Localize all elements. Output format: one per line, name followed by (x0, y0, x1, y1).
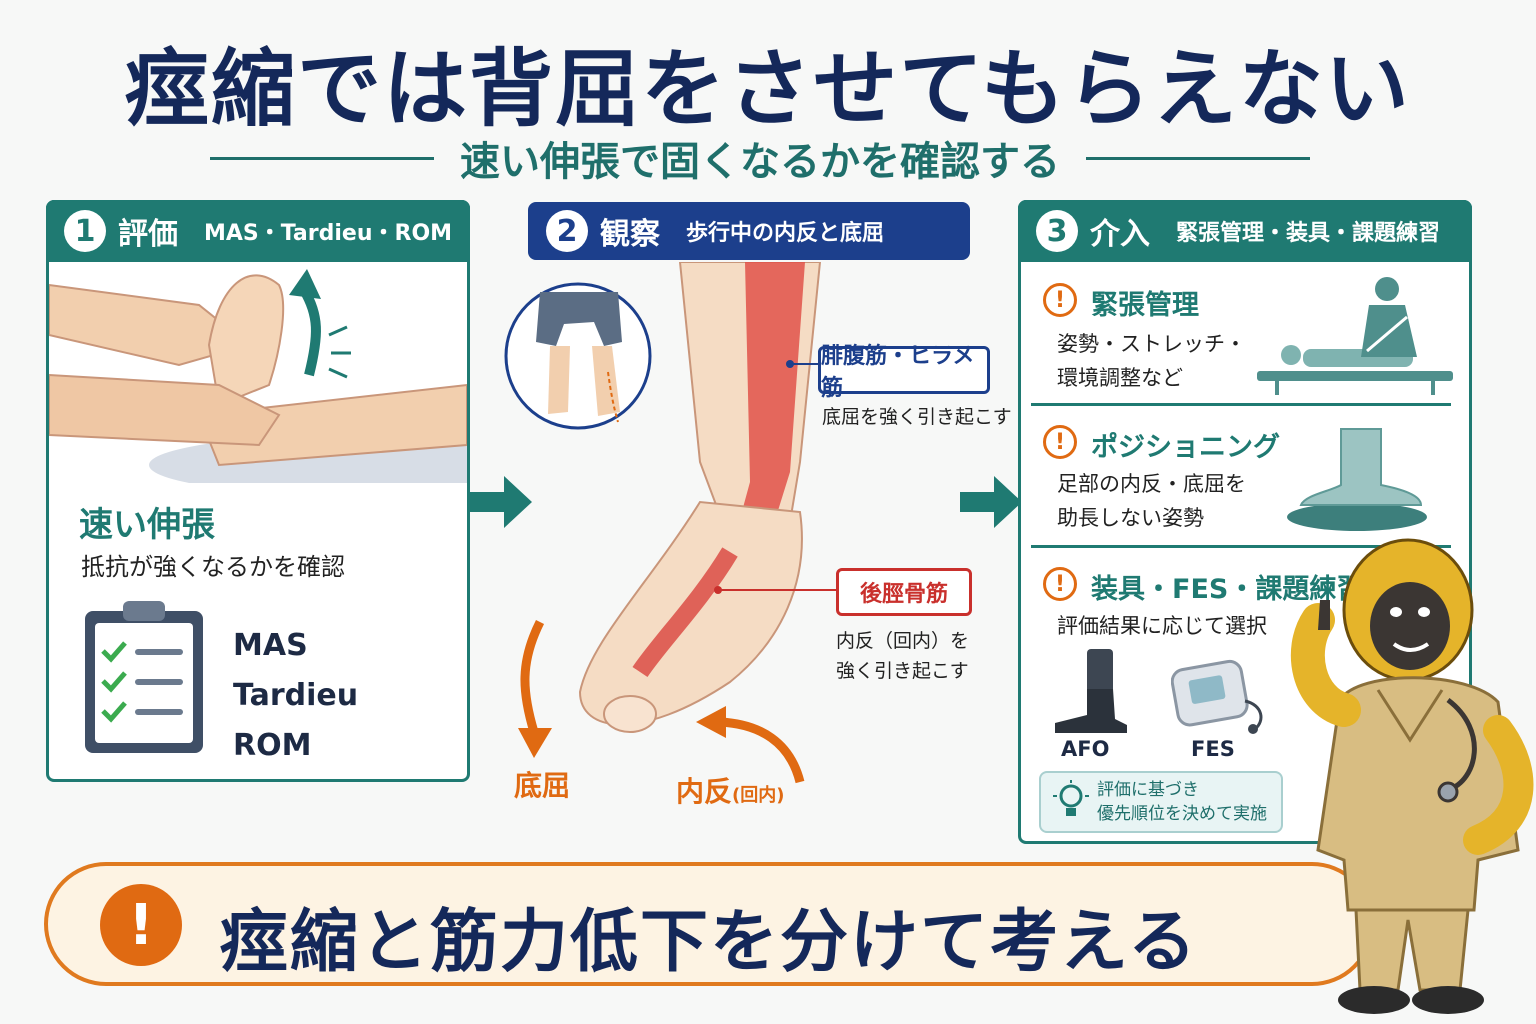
section-desc-positioning: 足部の内反・底屈を 助長しない姿勢 (1057, 467, 1246, 535)
tip-line: 優先順位を決めて実施 (1097, 804, 1267, 824)
assessment-checklist: MAS Tardieu ROM (233, 621, 358, 771)
afo-brace-icon (1055, 649, 1127, 733)
panel-observation-title: 観察 (600, 217, 660, 252)
warning-icon: ! (1043, 425, 1077, 459)
note-inversion-cause: 内反（回内）を 強く引き起こす (836, 626, 969, 686)
page-subtitle: 速い伸張で固くなるかを確認する (460, 139, 1060, 185)
foot-anatomy-illustration (504, 262, 836, 784)
section-desc-orthosis-fes: 評価結果に応じて選択 (1057, 609, 1267, 643)
clipboard-icon (85, 601, 203, 753)
panel-evaluation: 1 評価 MAS・Tardieu・ROM 速い伸張 抵抗が強くなるかを確認 MA… (46, 200, 470, 782)
step-number-1: 1 (64, 210, 106, 252)
arrow-right-icon (960, 476, 1022, 528)
therapist-icon (1257, 277, 1453, 395)
section-desc-tone-management: 姿勢・ストレッチ・ 環境調整など (1057, 327, 1246, 395)
callout-gastrocnemius-soleus: 腓腹筋・ヒラメ筋 (818, 344, 990, 401)
checklist-item: MAS (233, 628, 308, 663)
fes-device-icon (1171, 659, 1263, 734)
label-plantarflexion: 底屈 (514, 769, 571, 802)
panel-intervention-header: 3 介入 緊張管理・装具・課題練習 (1018, 200, 1472, 262)
device-label-afo: AFO (1061, 737, 1110, 761)
panel-evaluation-subtitle: MAS・Tardieu・ROM (204, 221, 453, 246)
bottom-banner: ! 痙縮と筋力低下を分けて考える (44, 862, 1374, 986)
exclamation-icon: ! (100, 884, 182, 966)
callout-tibialis-posterior: 後脛骨筋 (836, 568, 972, 616)
checklist-item: Tardieu (233, 678, 359, 713)
label-inversion-small: (回内) (732, 785, 785, 806)
page-title: 痙縮では背屈をさせてもらえない (125, 40, 1411, 138)
panel-observation-subtitle: 歩行中の内反と底屈 (686, 221, 885, 246)
panel-evaluation-title: 評価 (118, 217, 178, 252)
note-line: 内反（回内）を (836, 630, 970, 652)
leg-stretch-illustration (49, 269, 467, 483)
step-number-2: 2 (546, 210, 588, 252)
fast-stretch-desc: 抵抗が強くなるかを確認 (81, 553, 345, 581)
section-title-orthosis-fes: 装具・FES・課題練習 (1091, 574, 1364, 605)
panel-evaluation-header: 1 評価 MAS・Tardieu・ROM (46, 200, 470, 262)
tip-box: 評価に基づき 優先順位を決めて実施 (1039, 771, 1283, 833)
desc-line: 環境調整など (1057, 366, 1183, 390)
gorilla-doctor-mascot (1290, 538, 1534, 1014)
desc-line: 姿勢・ストレッチ・ (1057, 332, 1246, 356)
lightbulb-icon (1053, 780, 1089, 816)
arrow-right-icon (470, 476, 532, 528)
label-inversion: 内反(回内) (676, 770, 784, 810)
desc-line: 評価結果に応じて選択 (1057, 614, 1267, 638)
fast-stretch-title: 速い伸張 (79, 505, 215, 545)
panel-intervention: 3 介入 緊張管理・装具・課題練習 ! 緊張管理 姿勢・ストレッチ・ 環境調整な… (1018, 200, 1472, 844)
section-title-tone-management: 緊張管理 (1091, 290, 1199, 321)
tip-text: 評価に基づき 優先順位を決めて実施 (1097, 778, 1267, 826)
note-line: 強く引き起こす (836, 660, 969, 682)
section-divider (1031, 403, 1451, 406)
subtitle-row: 速い伸張で固くなるかを確認する (210, 132, 1310, 185)
foot-positioning-icon (1287, 428, 1427, 531)
step-number-3: 3 (1036, 210, 1078, 252)
subtitle-rule-right (1086, 156, 1310, 160)
device-label-fes: FES (1191, 737, 1235, 761)
subtitle-rule-left (210, 156, 434, 160)
section-divider (1031, 545, 1451, 548)
warning-icon: ! (1043, 567, 1077, 601)
panel-intervention-title: 介入 (1090, 217, 1150, 252)
section-title-positioning: ポジショニング (1091, 432, 1280, 463)
desc-line: 足部の内反・底屈を (1057, 472, 1246, 496)
tip-line: 評価に基づき (1097, 780, 1199, 800)
panel-observation-header: 2 観察 歩行中の内反と底屈 (528, 202, 970, 260)
desc-line: 助長しない姿勢 (1057, 506, 1204, 530)
label-inversion-main: 内反 (676, 775, 733, 808)
warning-icon: ! (1043, 283, 1077, 317)
checklist-item: ROM (233, 728, 312, 763)
note-plantarflexion-cause: 底屈を強く引き起こす (822, 406, 1012, 428)
banner-message: 痙縮と筋力低下を分けて考える (220, 903, 1198, 982)
panel-intervention-subtitle: 緊張管理・装具・課題練習 (1176, 221, 1441, 246)
